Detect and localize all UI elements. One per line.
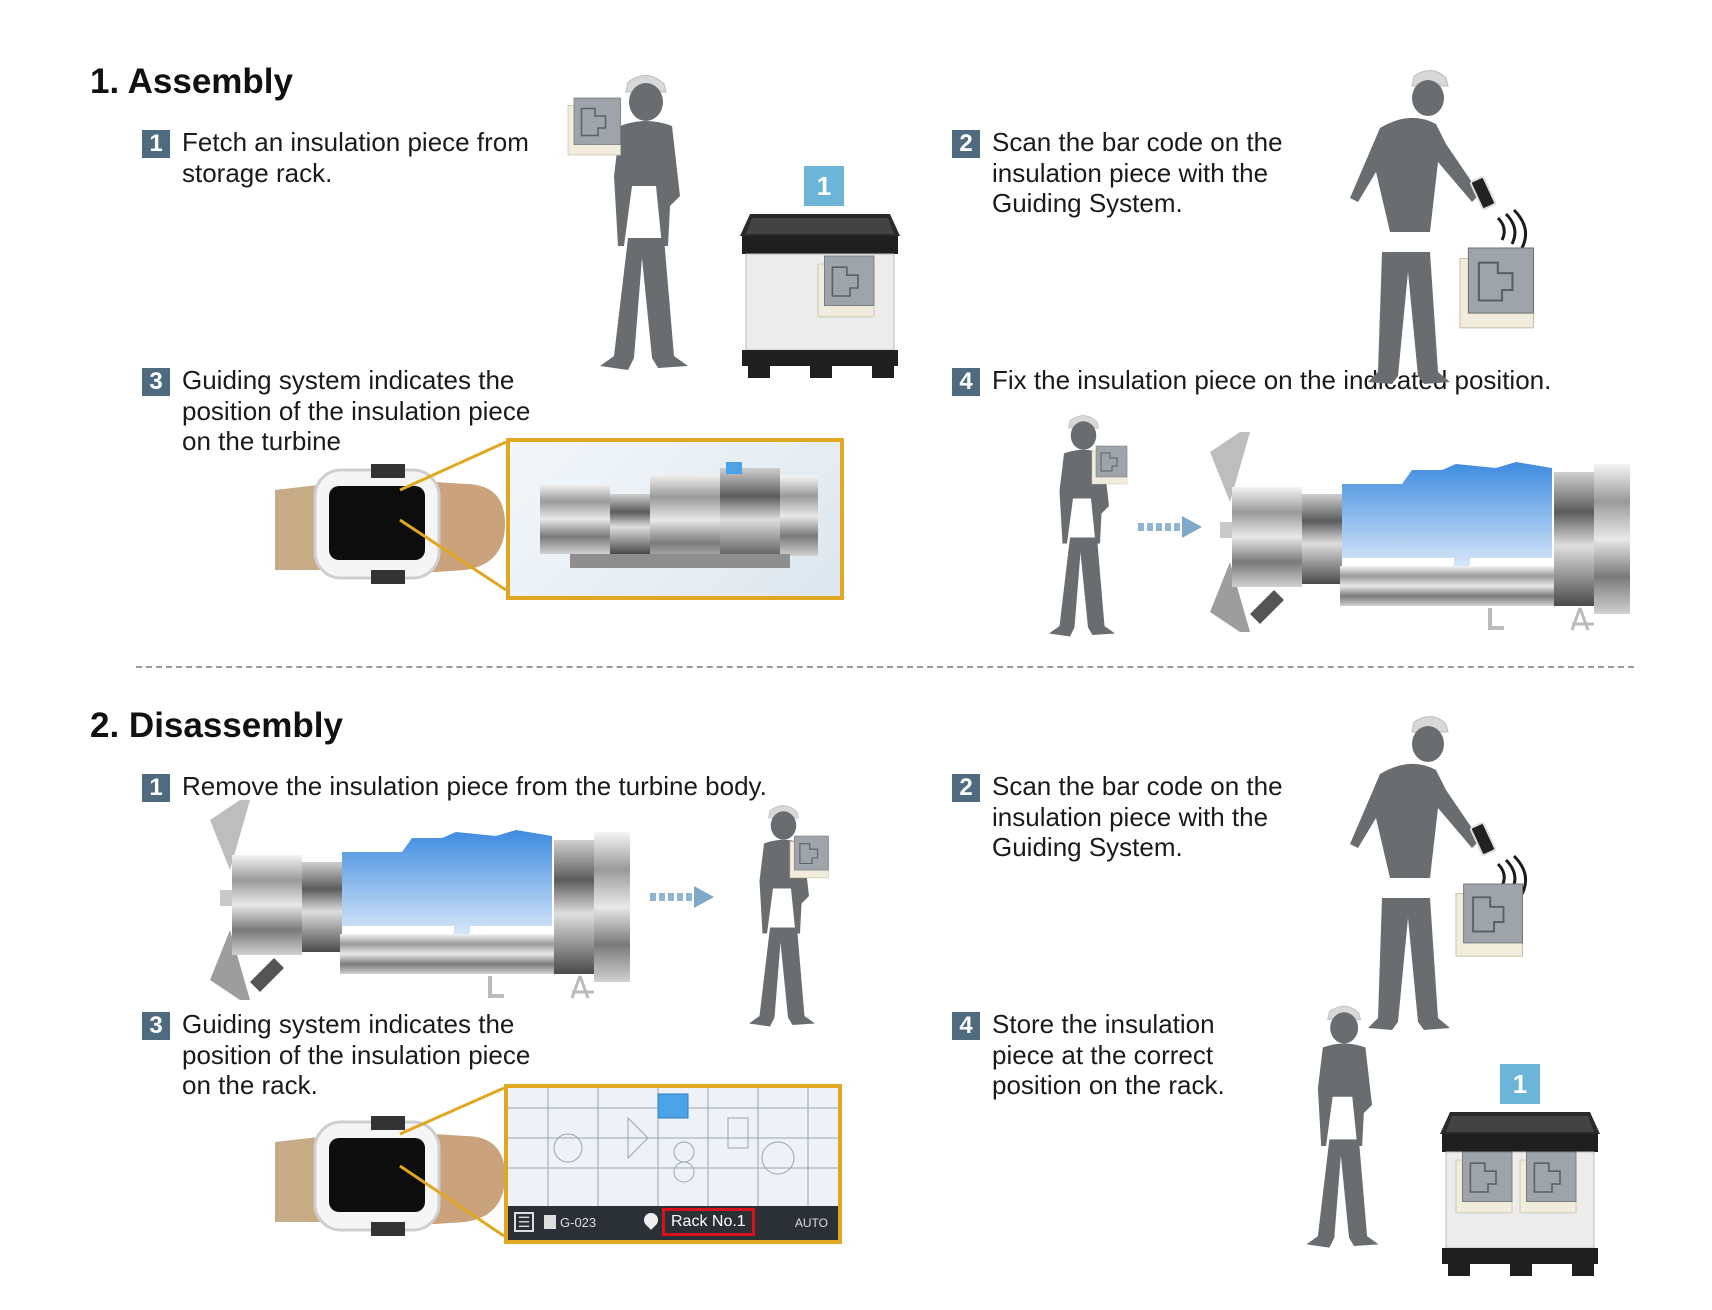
rack-layout-map (508, 1088, 838, 1208)
rack-map-callout: ☰ G-023 Rack No.1 AUTO (504, 1084, 842, 1244)
step-number-badge: 3 (142, 368, 170, 396)
step-text: Store the insulation piece at the correc… (992, 1009, 1225, 1101)
map-sheet-icon (544, 1215, 556, 1229)
mode-label[interactable]: AUTO (795, 1216, 828, 1230)
worker-scanning-illustration (1310, 68, 1570, 398)
storage-rack-illustration (1430, 1104, 1610, 1284)
worker-holding-piece-illustration (1030, 410, 1140, 640)
step-number-badge: 1 (142, 130, 170, 158)
section-title-disassembly: 2. Disassembly (90, 706, 343, 746)
device-status-bar: ☰ G-023 Rack No.1 AUTO (508, 1206, 838, 1240)
section-divider (136, 666, 1634, 668)
step-number-badge: 1 (142, 774, 170, 802)
move-arrow-icon (1138, 516, 1208, 538)
step-text: Fetch an insulation piece from storage r… (182, 127, 529, 188)
rack-tag: 1 (1500, 1064, 1540, 1104)
location-pin-icon (641, 1210, 661, 1230)
callout-lines (400, 1084, 520, 1244)
turbine-cross-section-illustration (1210, 432, 1630, 632)
step-number-badge: 4 (952, 368, 980, 396)
rack-location-label[interactable]: Rack No.1 (662, 1208, 755, 1236)
map-code-label: G-023 (560, 1215, 596, 1230)
step-text: Scan the bar code on the insulation piec… (992, 771, 1283, 863)
step-number-badge: 2 (952, 774, 980, 802)
step-number-badge: 2 (952, 130, 980, 158)
callout-lines (400, 438, 520, 598)
worker-carrying-piece-illustration (560, 68, 710, 368)
turbine-3d-image (530, 454, 830, 584)
step-number-badge: 3 (142, 1012, 170, 1040)
step-number-badge: 4 (952, 1012, 980, 1040)
section-title-assembly: 1. Assembly (90, 62, 293, 102)
storage-rack-illustration (730, 206, 910, 386)
step-text: Remove the insulation piece from the tur… (182, 771, 767, 802)
step-text: Scan the bar code on the insulation piec… (992, 127, 1283, 219)
turbine-view-callout (506, 438, 844, 600)
worker-scanning-illustration (1310, 714, 1570, 1044)
worker-holding-piece-illustration (730, 800, 850, 1030)
worker-walking-illustration (1290, 1000, 1410, 1250)
rack-tag: 1 (804, 166, 844, 206)
move-arrow-icon (650, 886, 720, 908)
menu-icon[interactable]: ☰ (514, 1212, 534, 1232)
turbine-cross-section-illustration (210, 800, 630, 1000)
